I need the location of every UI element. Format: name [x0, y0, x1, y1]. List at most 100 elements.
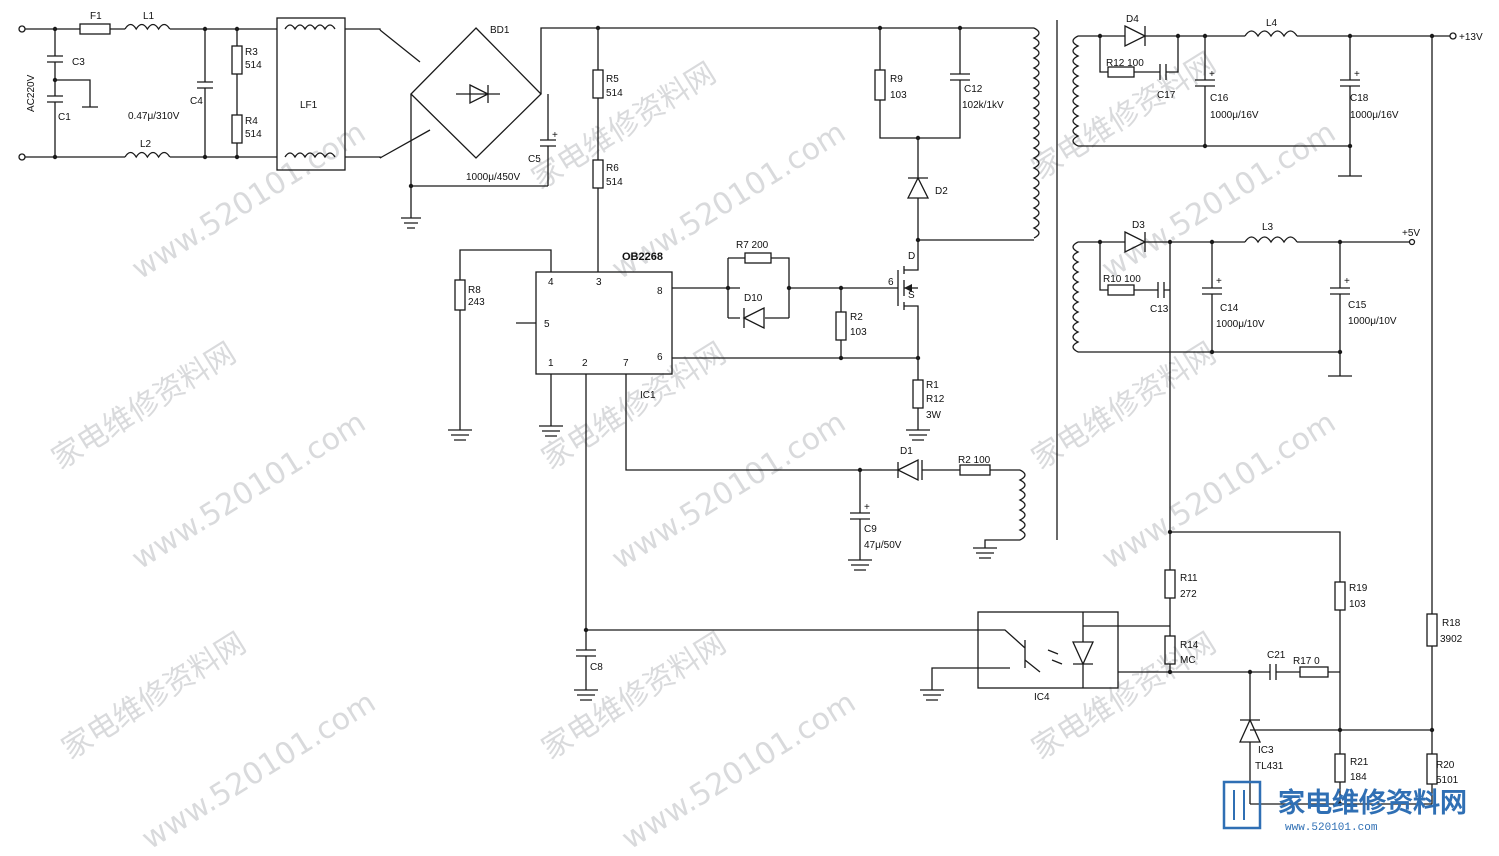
c14-label: C14: [1220, 303, 1239, 314]
polarity-plus: +: [864, 502, 870, 513]
resistor-r2: [835, 311, 847, 341]
junction-dot: [1337, 801, 1343, 807]
inductor-l2: [124, 151, 171, 159]
junction-dot: [838, 355, 844, 361]
c5-label: C5: [528, 154, 541, 165]
resistor-r5: [592, 69, 604, 99]
c12-value: 102k/1kV: [962, 100, 1004, 111]
c18-label: C18: [1350, 93, 1369, 104]
l4-label: L4: [1266, 18, 1278, 29]
vcc-wire: [625, 374, 898, 471]
resistor-r1: [912, 379, 924, 409]
r5-value: 514: [606, 88, 623, 99]
c9-value: 47μ/50V: [864, 540, 902, 551]
ground-bridge: [401, 186, 421, 229]
mosfet-source-label: S: [908, 290, 915, 301]
r12-label: R12 100: [1106, 58, 1144, 69]
opto-emitter-ground: [920, 667, 1010, 701]
diode-d10: [742, 306, 765, 330]
resistor-r8: [454, 279, 466, 311]
ic1-pin2: 2: [582, 358, 588, 369]
c3-label: C3: [72, 57, 85, 68]
r7-d10-network: [727, 257, 790, 319]
capacitor-c13: [1157, 282, 1165, 298]
watermark-cn: 家电维修资料网: [1026, 336, 1223, 477]
junction-dot: [1337, 349, 1343, 355]
fuse-f1: [79, 23, 111, 35]
d4-label: D4: [1126, 14, 1139, 25]
ground-ic1-pin1: [539, 374, 563, 437]
resistor-r18: [1426, 613, 1438, 647]
r3-label: R3: [245, 47, 258, 58]
capacitor-c9: [848, 470, 872, 571]
junction-dot: [1175, 33, 1181, 39]
r21-label: R21: [1350, 757, 1369, 768]
r9-value: 103: [890, 90, 907, 101]
ic1-pin8: 8: [657, 286, 663, 297]
shunt-regulator-ic3: [1238, 672, 1262, 804]
ic1-pin7: 7: [623, 358, 629, 369]
r20-value: 5101: [1436, 775, 1459, 786]
r9-label: R9: [890, 74, 903, 85]
c8-label: C8: [590, 662, 603, 673]
r6-label: R6: [606, 163, 619, 174]
r4-value: 514: [245, 129, 262, 140]
junction-dot: [234, 154, 240, 160]
c21-label: C21: [1267, 650, 1286, 661]
ac-terminal-top: [18, 25, 26, 33]
c17-label: C17: [1157, 90, 1176, 101]
c21-r17-wire: [1250, 664, 1340, 680]
c16-value: 1000μ/16V: [1210, 110, 1259, 121]
c1-label: C1: [58, 112, 71, 123]
junction-dot: [408, 183, 414, 189]
watermark-url: www.520101.com: [1096, 405, 1342, 577]
polarity-plus: +: [1354, 69, 1360, 80]
junction-dot: [1347, 143, 1353, 149]
inductor-l4: [1244, 30, 1450, 38]
c13-label: C13: [1150, 304, 1169, 315]
aux-winding: [1018, 469, 1026, 541]
junction-dot: [202, 154, 208, 160]
rectifier-section: BD1 + C5 1000μ/450V: [379, 25, 1034, 229]
c9-label: C9: [864, 524, 877, 535]
y-cap-ground: [55, 79, 98, 108]
y-caps-c3-c1: [47, 29, 63, 157]
capacitor-c8: [574, 630, 598, 701]
mosfet-gate-label: 6: [888, 277, 894, 288]
r10-label: R10 100: [1103, 274, 1141, 285]
r11-value: 272: [1180, 589, 1197, 600]
r20-label: R20: [1436, 760, 1455, 771]
capacitor-c4: [197, 29, 213, 157]
opto-led-wire: [1083, 625, 1250, 673]
c15-label: C15: [1348, 300, 1367, 311]
ic1-pin5: 5: [544, 319, 550, 330]
feedback-section: R19 103 R11 272 R14 MC IC4 C21 R17 0 IC3…: [920, 36, 1463, 807]
junction-dot: [1202, 143, 1208, 149]
r4-label: R4: [245, 116, 258, 127]
bd1-label: BD1: [490, 25, 510, 36]
resistor-r21: [1334, 753, 1346, 783]
watermark-url: www.520101.com: [126, 115, 372, 287]
ic1-pin6: 6: [657, 352, 663, 363]
r7-label: R7 200: [736, 240, 769, 251]
watermark-cn: 家电维修资料网: [526, 56, 723, 197]
watermark-cn: 家电维修资料网: [536, 626, 733, 767]
r21-value: 184: [1350, 772, 1367, 783]
opto-phototransistor: [978, 629, 1041, 673]
junction-dot: [202, 26, 208, 32]
capacitor-c17: [1159, 64, 1167, 80]
c4-label: C4: [190, 96, 203, 107]
lf1-winding-top: [284, 24, 336, 31]
output-13v-terminal: [1449, 32, 1457, 40]
d1-label: D1: [900, 446, 913, 457]
watermark-url: www.520101.com: [616, 685, 862, 856]
resistor-r9: [874, 69, 886, 101]
polarity-plus: +: [552, 130, 558, 141]
r17-label: R17 0: [1293, 656, 1320, 667]
diode-d4: [1124, 24, 1245, 48]
output-5v-label: +5V: [1402, 228, 1420, 239]
r12-c17-snubber: [1099, 36, 1179, 73]
resistor-r4: [231, 114, 243, 144]
resistor-r3: [231, 45, 243, 75]
